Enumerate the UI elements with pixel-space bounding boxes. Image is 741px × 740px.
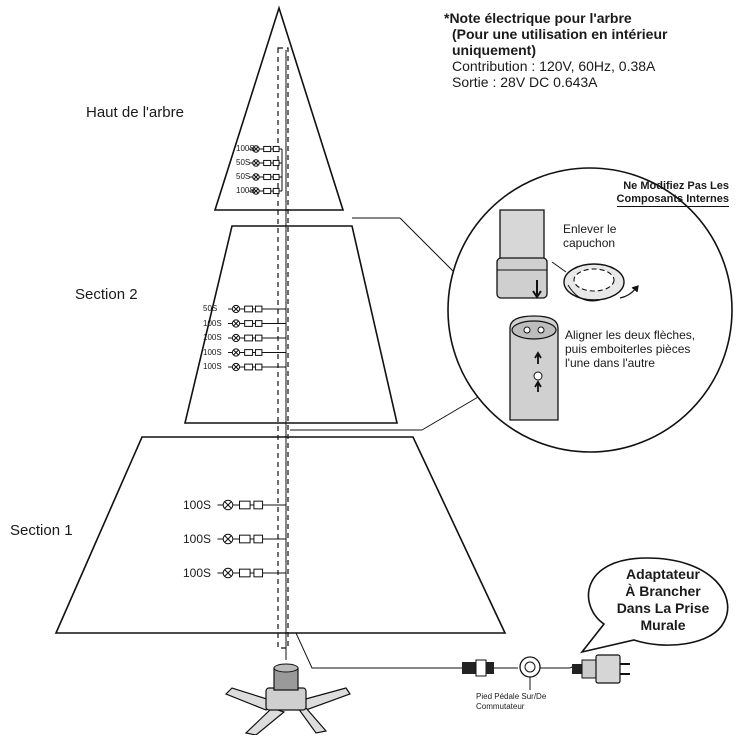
remove-cap-line-1: Enlever le (563, 222, 617, 236)
light-string-label: 100S (203, 318, 222, 328)
bulb-symbol (217, 567, 286, 579)
section-2-label: Section 2 (75, 286, 138, 303)
light-string-label: 100S (203, 347, 222, 357)
tree-base-stand (224, 663, 351, 736)
bulb-symbol (248, 173, 282, 181)
light-string-label: 100S (183, 531, 212, 546)
wall-adapter (572, 654, 630, 684)
adapter-bubble-line-2: À Brancher (625, 583, 701, 599)
bulb-symbol (228, 362, 286, 372)
electrical-note: *Note électrique pour l'arbre (Pour une … (444, 10, 667, 90)
light-strings (217, 145, 287, 579)
warning-line-2: Composants Internes (616, 193, 729, 207)
foot-pedal-label-line-2: Commutateur (476, 702, 525, 711)
align-line-1: Aligner les deux flèches, (565, 328, 696, 342)
remove-cap-instruction: Enlever le capuchon (563, 222, 616, 250)
bulb-symbol (228, 333, 286, 343)
foot-pedal-label-line-1: Pied Pédale Sur/De (476, 692, 547, 701)
align-line-2: puis emboiterles pièces (565, 342, 691, 356)
adapter-speech-bubble (579, 557, 729, 654)
top-section-label: Haut de l'arbre (86, 104, 184, 121)
warning-text: Ne Modifiez Pas Les Composants Internes (616, 180, 729, 207)
adapter-bubble-line-1: Adaptateur (626, 566, 700, 582)
tree-top-section (213, 5, 345, 211)
bulb-symbol (228, 319, 286, 328)
note-title-line-3: uniquement) (452, 42, 536, 58)
bulb-symbol (217, 499, 286, 511)
bulb-symbol (248, 187, 282, 195)
light-string-label: 100S (203, 333, 222, 343)
note-title-line-1: *Note électrique pour l'arbre (444, 10, 632, 26)
light-string-label: 50S (203, 304, 218, 314)
tree-section-1 (54, 436, 507, 634)
adapter-bubble-line-4: Murale (640, 617, 686, 633)
bulb-symbol (217, 533, 286, 545)
bulb-symbol (248, 145, 282, 153)
power-cord (295, 632, 462, 669)
remove-cap-line-2: capuchon (563, 236, 616, 250)
light-string-label: 100S (183, 565, 212, 580)
light-string-label: 100S (236, 144, 255, 154)
zoom-line-top-diag (399, 217, 463, 281)
light-string-label: 50S (236, 172, 251, 182)
light-string-label: 100S (203, 362, 222, 372)
note-output-spec: Sortie : 28V DC 0.643A (452, 74, 598, 90)
note-input-spec: Contribution : 120V, 60Hz, 0.38A (452, 58, 656, 74)
light-string-label: 50S (236, 158, 251, 168)
center-pole-dashed (277, 47, 289, 649)
note-title-line-2: (Pour une utilisation en intérieur (452, 26, 668, 42)
bulb-symbol (248, 159, 282, 167)
adapter-bubble-line-3: Dans La Prise (616, 600, 710, 616)
bulb-symbol (228, 348, 286, 357)
foot-pedal-label: Pied Pédale Sur/De Commutateur (476, 692, 546, 712)
tree-section-2 (183, 225, 399, 424)
section-1-label: Section 1 (10, 522, 73, 539)
bulb-symbol (228, 304, 286, 314)
align-instruction: Aligner les deux flèches, puis emboiterl… (565, 328, 695, 370)
connector-detail-circle (447, 167, 733, 453)
light-string-label: 100S (183, 497, 212, 512)
foot-pedal-switch (519, 656, 541, 690)
adapter-bubble-text: Adaptateur À Brancher Dans La Prise Mura… (608, 566, 718, 634)
light-string-label: 100S (236, 186, 255, 196)
warning-line-1: Ne Modifiez Pas Les (623, 180, 729, 192)
align-line-3: l'une dans l'autre (565, 356, 655, 370)
